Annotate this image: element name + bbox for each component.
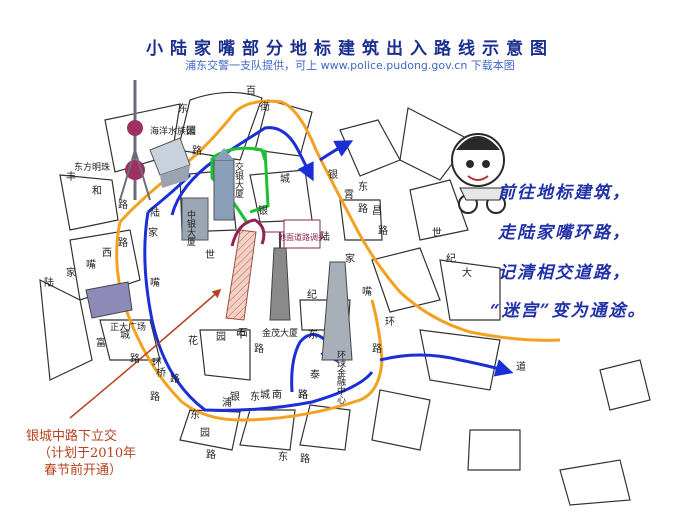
street-label-street-yincheng-s: 路 bbox=[298, 388, 308, 401]
slogan-line-3: 记清相交道路， bbox=[498, 263, 631, 283]
street-label-street-fucheng: 城 bbox=[120, 329, 130, 341]
street-label-street-dongyuan-s: 东 bbox=[190, 408, 200, 421]
swfc-label: 环球金融中心 bbox=[335, 350, 346, 404]
street-label-street-pudongnan: 浦 bbox=[222, 396, 232, 409]
police-mascot-icon bbox=[451, 133, 506, 214]
underpass-callout-arrow bbox=[69, 288, 222, 419]
street-label-street-lujiazui-ring-e: 嘴 bbox=[362, 286, 372, 298]
street-label-street-yinxia: 霄 bbox=[344, 189, 354, 201]
street-label-street-huayuanshiqiao: 桥 bbox=[156, 367, 166, 379]
slogan-line-1: 前往地标建筑， bbox=[498, 183, 631, 203]
street-label-street-dongyuan-n: 园 bbox=[186, 125, 196, 137]
street-label-street-north-top: 百 bbox=[246, 85, 256, 97]
ocean-aquarium-icon bbox=[149, 137, 191, 188]
street-label-street-shiji-ave: 道 bbox=[516, 360, 526, 373]
street-label-street-fenghe: 和 bbox=[92, 185, 102, 197]
street-label-street-bottom: 路 bbox=[300, 452, 310, 465]
callout-line-1: 银城中路下立交 bbox=[26, 429, 118, 444]
street-label-street-lujiazui-ring-e: 路 bbox=[372, 342, 382, 355]
street-label-street-yincheng-s: 银 bbox=[230, 390, 240, 403]
china-bank-tower-icon bbox=[213, 148, 235, 221]
street-label-street-pudongnan: 路 bbox=[298, 388, 308, 401]
street-label-street-dongtai: 泰 bbox=[310, 368, 320, 381]
street-label-street-lujiazui-w: 路 bbox=[118, 236, 128, 249]
street-label-street-dongchang: 路 bbox=[378, 224, 388, 237]
china-bank-label: 交银大厦 bbox=[233, 161, 244, 198]
street-label-street-fenghe: 丰 bbox=[66, 170, 76, 183]
street-label-street-lujiazui-w: 家 bbox=[66, 266, 76, 279]
street-label-street-huayuanshiqiao: 花 bbox=[188, 334, 198, 347]
street-label-street-huayuanshiqiao: 园 bbox=[216, 331, 226, 343]
page-title: 小陆家嘴部分地标建筑出入路线示意图 bbox=[146, 39, 554, 59]
street-label-street-fucheng: 富 bbox=[96, 336, 106, 349]
underpass-yincheng-middle bbox=[225, 229, 257, 321]
slogan-line-4: “迷宫”变为通途。 bbox=[490, 301, 647, 321]
street-label-street-dongyuan-s: 路 bbox=[206, 448, 216, 461]
page-subtitle: 浦东交警一支队提供，可上 www.police.pudong.gov.cn 下载… bbox=[185, 59, 515, 72]
street-label-street-lujiazui-ring-e: 环 bbox=[385, 317, 395, 328]
street-label-street-shiji-ave: 世 bbox=[432, 227, 442, 239]
street-label-street-dongyuan-n: 东 bbox=[178, 102, 188, 115]
street-label-street-lujiazui-w: 西 bbox=[102, 248, 112, 259]
slogan-line-2: 走陆家嘴环路， bbox=[498, 223, 631, 243]
street-label-street-lujiazui-w: 陆 bbox=[44, 276, 54, 289]
street-label-street-lujiazui-ring-e: 家 bbox=[345, 252, 355, 265]
street-label-street-lujiazui-ring-w: 家 bbox=[148, 226, 158, 239]
street-label-street-yincheng-middle: 路 bbox=[254, 342, 264, 355]
zhengda-label: 正大广场 bbox=[110, 321, 146, 333]
street-label-street-yinxia: 路 bbox=[358, 202, 368, 215]
street-label-street-yinxia: 银 bbox=[328, 168, 338, 181]
street-label-street-shiji: 世 bbox=[205, 249, 215, 261]
street-label-street-huayuanshiqiao: 石 bbox=[238, 328, 248, 339]
street-label-street-lujiazui-ring-w: 路 bbox=[170, 372, 180, 385]
street-label-street-bottom: 东 bbox=[278, 450, 288, 463]
underpass-callout: 银城中路下立交 （计划于2010年 春节前开通） bbox=[26, 428, 196, 479]
street-label-street-dongchang: 东 bbox=[358, 180, 368, 193]
street-label-street-dongtai: 东 bbox=[308, 328, 318, 341]
street-label-street-lujiazui-ring-w: 陆 bbox=[150, 206, 160, 219]
street-label-street-lujiazui-ring-w: 环 bbox=[152, 358, 162, 369]
surface-uturn-curve bbox=[230, 218, 266, 247]
bank-of-china-label: 中银大厦 bbox=[185, 209, 196, 246]
oriental-pearl-icon bbox=[119, 80, 151, 201]
street-label-street-yincheng-middle: 中 bbox=[236, 328, 246, 341]
callout-line-2: （计划于2010年 bbox=[38, 446, 137, 461]
street-label-street-dongchang: 昌 bbox=[372, 205, 382, 217]
street-label-street-lujiazui-w: 嘴 bbox=[86, 259, 96, 271]
zhengda-plaza-icon bbox=[85, 281, 133, 319]
street-label-street-fucheng: 路 bbox=[130, 352, 140, 365]
street-label-street-huayuanshiqiao: 路 bbox=[150, 390, 160, 403]
street-label-street-pudongnan: 南 bbox=[272, 388, 282, 401]
street-label-street-pudongnan: 东 bbox=[250, 390, 260, 403]
street-label-street-yincheng-s: 城 bbox=[260, 389, 270, 401]
street-label-street-shiji: 纪 bbox=[307, 289, 317, 301]
jinmao-tower-icon bbox=[269, 232, 291, 321]
street-label-street-shiji-ave: 纪 bbox=[446, 253, 456, 265]
building-labels: 海洋水族馆 东方明珠 交银大厦 中银大厦 正大广场 金茂大厦 环球金融中心 bbox=[74, 125, 346, 404]
street-label-street-lujiazui-ring-e: 陆 bbox=[320, 230, 330, 243]
street-label-street-dongyuan-s: 园 bbox=[200, 427, 210, 439]
street-label-street-fenghe: 路 bbox=[118, 198, 128, 211]
street-labels: 世纪银城中路陆家嘴环路陆家嘴环路东泰浦东南路东园路银城路丰和路富城路陆家嘴西路花… bbox=[44, 85, 526, 465]
street-label-street-dongyuan-n: 路 bbox=[192, 144, 202, 157]
street-label-street-north-top: 街 bbox=[260, 100, 270, 113]
swfc-tower-icon bbox=[321, 261, 353, 361]
street-label-street-yincheng-north: 银 bbox=[258, 204, 268, 217]
blue-route bbox=[170, 126, 314, 216]
street-label-street-yincheng-north: 城 bbox=[280, 173, 290, 185]
oriental-pearl-label: 东方明珠 bbox=[74, 161, 110, 173]
ocean-aquarium-label: 海洋水族馆 bbox=[150, 125, 195, 137]
jinmao-label: 金茂大厦 bbox=[262, 327, 298, 339]
street-label-street-lujiazui-ring-w: 嘴 bbox=[150, 277, 160, 289]
bank-of-china-icon bbox=[181, 197, 209, 241]
street-label-street-shiji-ave: 大 bbox=[462, 266, 472, 279]
surface-uturn-label: 地面道路调头 bbox=[278, 232, 326, 242]
surface-uturn-box: 地面道路调头 bbox=[264, 219, 326, 249]
callout-line-3: 春节前开通） bbox=[44, 463, 123, 478]
